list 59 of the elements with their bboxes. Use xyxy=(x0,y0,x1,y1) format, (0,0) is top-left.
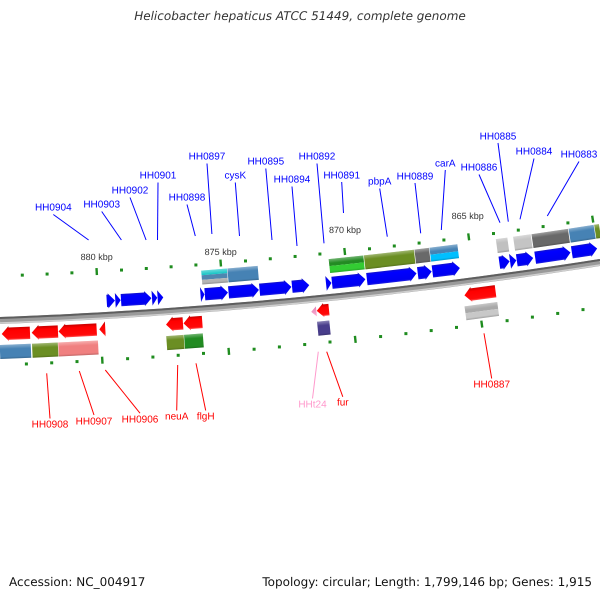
gene-label: HH0906 xyxy=(122,414,158,426)
gene-label: HHt24 xyxy=(298,400,327,410)
gene-label: HH0886 xyxy=(460,162,498,174)
leader-line xyxy=(520,158,534,220)
leader-line xyxy=(130,197,147,240)
gene-label: HH0901 xyxy=(140,170,176,182)
footer-text: Topology: circular; Length: 1,799,146 bp; Genes: 1,915 xyxy=(262,575,592,589)
gene-label: fur xyxy=(336,398,349,409)
leader-line xyxy=(484,332,492,379)
leader-line xyxy=(414,182,422,234)
gene-label: pbpA xyxy=(368,176,392,188)
gene-label: HH0892 xyxy=(298,152,336,162)
gene-label: HH0884 xyxy=(516,146,552,158)
gene-label: HH0904 xyxy=(34,202,72,214)
leader-line xyxy=(101,211,122,240)
leader-line xyxy=(292,186,298,246)
leader-line xyxy=(176,364,178,411)
gene-label: HH0887 xyxy=(473,380,510,390)
gene-label: HH0891 xyxy=(323,170,360,181)
leader-line xyxy=(498,142,509,222)
gene-label: HH0908 xyxy=(32,420,68,430)
leader-line xyxy=(157,182,158,240)
leader-line xyxy=(379,188,388,238)
gene-label: HH0903 xyxy=(83,200,120,210)
map-title: Helicobacter hepaticus ATCC 51449, complete genome xyxy=(134,9,466,23)
gene-label: HH0895 xyxy=(247,156,284,168)
leader-line xyxy=(78,370,94,416)
leader-line xyxy=(265,168,272,240)
scale-label: 875 kbp xyxy=(204,247,237,257)
leader-line xyxy=(52,214,90,240)
leader-line xyxy=(478,174,500,224)
leader-line xyxy=(234,182,240,236)
leader-line xyxy=(196,362,206,411)
gene-label: cysK xyxy=(224,170,246,182)
leader-line xyxy=(326,351,344,398)
leader-line xyxy=(341,182,344,214)
scale-label: 880 kbp xyxy=(80,252,113,262)
gene-label: HH0889 xyxy=(396,171,434,182)
gene-label: HH0907 xyxy=(76,416,112,427)
footer-text: Accession: NC_004917 xyxy=(9,575,146,589)
gene-label: flgH xyxy=(196,412,215,422)
gene-label: neuA xyxy=(165,412,188,422)
gene-label: HH0902 xyxy=(112,186,148,196)
leader-line xyxy=(440,170,446,230)
gene-label: HH0897 xyxy=(188,152,226,162)
leader-line xyxy=(104,370,140,414)
gene-label: HH0898 xyxy=(168,192,206,204)
leader-line xyxy=(186,204,196,236)
leader-line xyxy=(316,163,324,244)
gene-label: carA xyxy=(435,158,456,169)
leader-line xyxy=(546,161,580,216)
leader-line xyxy=(312,351,319,399)
gene-label: HH0883 xyxy=(560,150,598,160)
leader-line xyxy=(206,163,212,234)
leader-line xyxy=(46,372,50,419)
gene-label: HH0885 xyxy=(480,131,516,142)
scale-label: 870 kbp xyxy=(328,225,362,235)
gene-label: HH0894 xyxy=(274,174,310,186)
scale-label: 865 kbp xyxy=(452,211,484,221)
